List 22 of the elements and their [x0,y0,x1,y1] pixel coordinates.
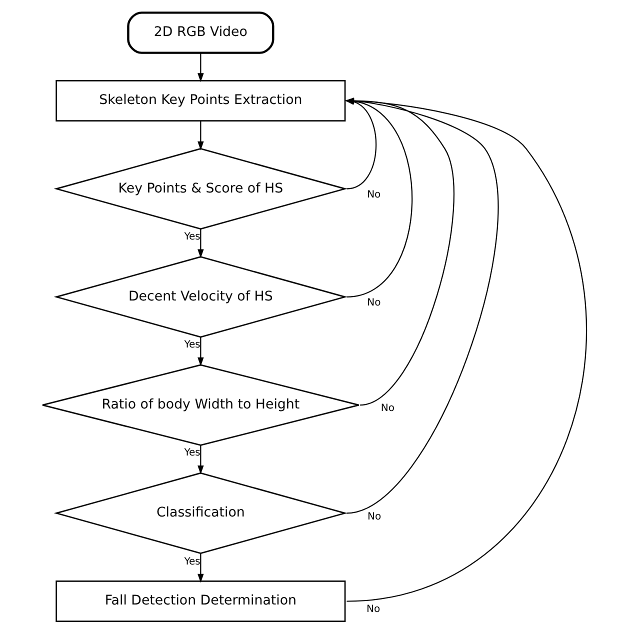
edge-label: No [380,402,395,414]
arrow [198,52,204,82]
edge-label: No [366,604,380,616]
edge-label: Yes [184,448,200,459]
edge-label: Yes [184,556,200,568]
node-diamond: Key Points & Score of HS [54,148,348,230]
node-box: Skeleton Key Points Extraction [56,80,346,122]
node-box: Fall Detection Determination [56,580,346,622]
edge-label: No [367,189,381,200]
node-diamond: Ratio of body Width to Height [42,364,360,446]
arrow [198,229,204,258]
node-diamond: Classification [54,472,348,554]
edge-label: No [368,511,382,522]
node-box: 2D RGB Video [127,12,274,54]
arrow [198,337,204,366]
edge-label: Yes [184,340,200,351]
arrow [198,445,204,474]
arrow [198,120,204,150]
edge-label: No [367,297,381,308]
node-diamond: Decent Velocity of HS [54,256,348,338]
edge-label: Yes [184,231,200,242]
arrow [198,554,204,583]
